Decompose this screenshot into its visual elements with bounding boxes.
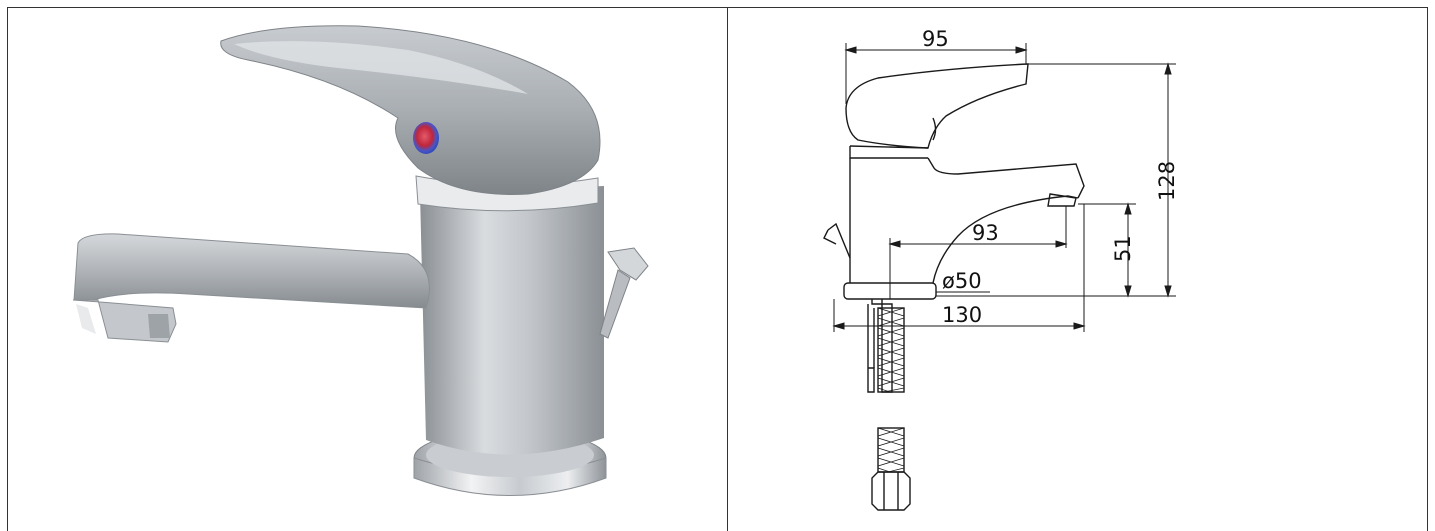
dim-spout-height: 51	[1111, 235, 1135, 262]
dim-total-height: 128	[1155, 161, 1179, 201]
dim-total-depth: 130	[942, 303, 982, 327]
panel-divider	[727, 7, 728, 531]
flexible-hose-icon	[877, 307, 905, 473]
faucet-photo-icon	[72, 25, 649, 496]
sheet-border	[7, 7, 1428, 531]
technical-drawing-panel: 95 128 51 93 ø50 130	[728, 8, 1428, 531]
dim-base-diameter: ø50	[942, 269, 982, 293]
product-photo-panel	[8, 8, 727, 531]
hex-nut-icon	[871, 471, 911, 511]
hot-cold-indicator-icon	[413, 122, 439, 154]
dim-handle-length: 95	[922, 27, 949, 51]
dim-spout-reach: 93	[972, 221, 999, 245]
technical-drawing: 95 128 51 93 ø50 130	[823, 27, 1179, 511]
